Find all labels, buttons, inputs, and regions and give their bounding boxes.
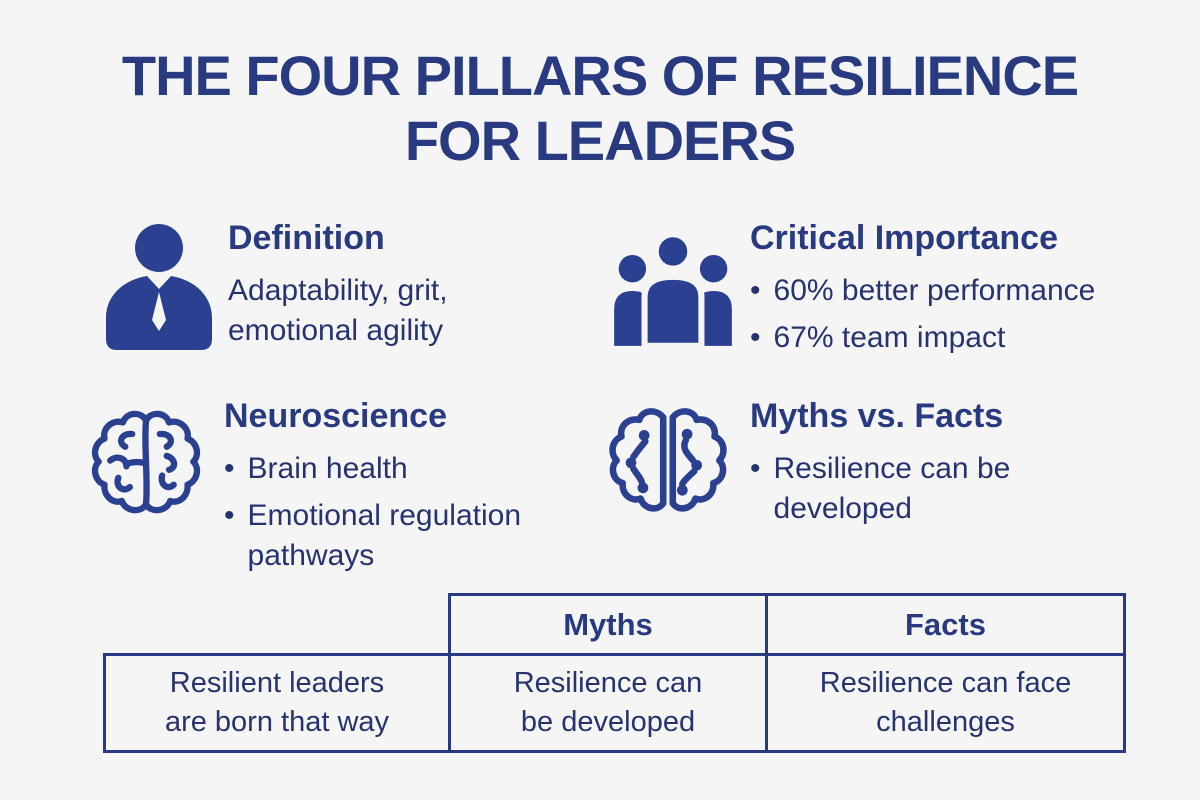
pillar-critical-importance-content: Critical Importance • 60% better perform… bbox=[750, 218, 1170, 365]
table-header-row: Myths Facts bbox=[105, 593, 1126, 656]
bullet-text: Brain health bbox=[247, 451, 408, 485]
pillar-neuroscience-content: Neuroscience • Brain health • Emotional … bbox=[224, 396, 584, 582]
table-header-myths: Myths bbox=[448, 593, 768, 656]
bullet-text: 60% better performance bbox=[773, 273, 1096, 307]
neural-brain-icon bbox=[606, 396, 730, 536]
pillar-critical-importance: Critical Importance • 60% better perform… bbox=[606, 218, 1170, 365]
bullet-text: Resilience can be developed bbox=[773, 451, 1011, 525]
myths-vs-facts-list: • Resilience can be developed bbox=[750, 449, 1050, 529]
businessman-icon-graphic bbox=[106, 224, 212, 350]
bullet-text: 67% team impact bbox=[773, 320, 1006, 354]
pillar-myths-vs-facts-content: Myths vs. Facts • Resilience can be deve… bbox=[750, 396, 1050, 536]
table-corner-cell bbox=[105, 595, 450, 655]
bullet-icon: • bbox=[224, 498, 235, 532]
pillar-myths-vs-facts: Myths vs. Facts • Resilience can be deve… bbox=[606, 396, 1050, 536]
pillar-neuroscience-heading: Neuroscience bbox=[224, 397, 447, 435]
bullet-icon: • bbox=[750, 273, 761, 307]
table-cell-myth-statement: Resilient leaders are born that way bbox=[103, 653, 451, 753]
bullet-text: Emotional regulation pathways bbox=[247, 498, 522, 572]
bullet-icon: • bbox=[750, 451, 761, 485]
businessman-icon bbox=[100, 218, 218, 351]
brain-outline-icon bbox=[86, 396, 206, 582]
pillar-definition-text: Adaptability, grit, emotional agility bbox=[228, 273, 448, 347]
pillar-neuroscience: Neuroscience • Brain health • Emotional … bbox=[86, 396, 584, 582]
pillar-critical-importance-heading: Critical Importance bbox=[750, 219, 1058, 257]
table-header-facts: Facts bbox=[765, 593, 1126, 656]
myths-facts-table: Myths Facts Resilient leaders are born t… bbox=[103, 593, 1126, 753]
brain-outline-icon-graphic bbox=[91, 410, 201, 514]
pillar-definition: Definition Adaptability, grit, emotional… bbox=[100, 218, 528, 351]
neuroscience-list: • Brain health • Emotional regulation pa… bbox=[224, 449, 584, 576]
people-group-icon-graphic bbox=[614, 232, 732, 346]
table-cell-myths-column: Resilience can be developed bbox=[448, 653, 768, 753]
bullet-item: • Brain health bbox=[224, 449, 584, 489]
bullet-item: • Resilience can be developed bbox=[750, 449, 1050, 529]
pillar-myths-vs-facts-heading: Myths vs. Facts bbox=[750, 397, 1004, 435]
bullet-icon: • bbox=[224, 451, 235, 485]
table-body-row: Resilient leaders are born that way Resi… bbox=[103, 653, 1126, 753]
bullet-icon: • bbox=[750, 320, 761, 354]
page-title-line-1: THE FOUR PILLARS OF RESILIENCE bbox=[121, 44, 1079, 107]
bullet-item: • 67% team impact bbox=[750, 318, 1170, 358]
pillar-definition-content: Definition Adaptability, grit, emotional… bbox=[228, 218, 528, 351]
neural-brain-icon-graphic bbox=[609, 408, 727, 512]
bullet-item: • Emotional regulation pathways bbox=[224, 496, 584, 576]
page-title: THE FOUR PILLARS OF RESILIENCE FOR LEADE… bbox=[0, 44, 1200, 174]
bullet-item: • 60% better performance bbox=[750, 271, 1170, 311]
page-title-line-2: FOR LEADERS bbox=[404, 108, 796, 172]
people-group-icon bbox=[606, 218, 740, 365]
pillar-definition-heading: Definition bbox=[228, 219, 385, 257]
critical-importance-list: • 60% better performance • 67% team impa… bbox=[750, 271, 1170, 358]
table-cell-facts-column: Resilience can face challenges bbox=[765, 653, 1126, 753]
